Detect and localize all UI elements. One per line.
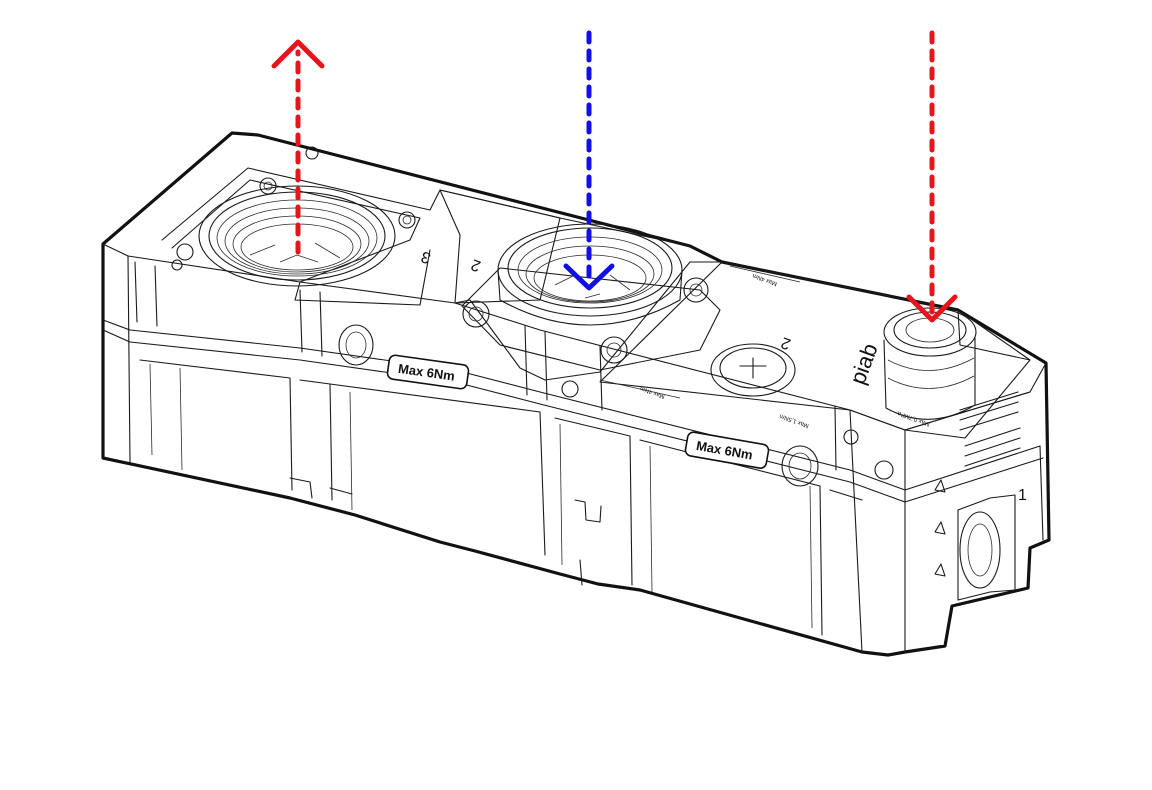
direction-marker-3: [934, 563, 946, 577]
port2-base: [454, 261, 723, 381]
right-top-arrow-strip: [599, 265, 801, 399]
exhaust-arrow-head: [271, 39, 325, 69]
right-ribs: [959, 391, 1021, 467]
top-surface: [161, 146, 894, 487]
port2-collar: [507, 227, 673, 309]
supply-arrow-head: [906, 294, 958, 323]
torque-label-left-box: [386, 354, 470, 390]
mount-hole-4: [305, 146, 319, 160]
port-3: 3: [198, 185, 433, 287]
right-end-face: [904, 309, 1044, 541]
side-bore-right: [781, 445, 819, 487]
lower-panel-mid: [329, 383, 633, 586]
port2-flange: [461, 267, 721, 371]
upper-lower-step: [102, 319, 1041, 491]
torque-label-left: Max 6Nm: [386, 354, 470, 390]
port2-screw-1-head: [468, 306, 484, 322]
adjust-knob-outer: [710, 343, 796, 397]
mount-hole-8: [843, 429, 859, 445]
mount-hole-2: [398, 211, 416, 229]
upper-panel-left: [134, 261, 323, 357]
port-1-label: 1: [1018, 487, 1027, 504]
port1-housing: [957, 494, 1016, 601]
torque-label-right: Max 6Nm: [684, 431, 770, 469]
supply-fitting-bands: [887, 357, 975, 389]
port2-cylinder: [497, 269, 683, 326]
torque-label-right-box: [684, 431, 770, 469]
lower-panel-inner-1: [149, 363, 813, 629]
mount-hole-5: [171, 259, 183, 271]
port2-screw-1: [462, 300, 490, 328]
exhaust-arrow: [271, 39, 325, 255]
port3-inner-vanes: [249, 242, 341, 263]
port-2-top: 2: [461, 223, 721, 371]
port2-ring-2: [525, 245, 655, 303]
port3-plate: [161, 167, 691, 247]
port2-screw-3-head: [606, 342, 622, 358]
side-bore-left-inner: [345, 331, 367, 359]
mount-hole-7: [874, 460, 894, 480]
upper-panel-right: [524, 325, 837, 471]
port3-outer: [198, 185, 396, 287]
adjust-knob-slot: [739, 357, 767, 379]
mount-hole-1-inner: [263, 181, 273, 191]
side-bore-right-inner: [788, 452, 812, 480]
bottom-notch-1: [289, 477, 353, 499]
port2-plate: [439, 189, 561, 304]
bottom-notch-2: [574, 499, 602, 586]
vacuum-arrow: [563, 30, 615, 291]
side-bore-left: [338, 324, 374, 366]
direction-marker-1: [934, 479, 946, 493]
port1-bore: [959, 511, 1001, 589]
mount-hole-6: [561, 380, 579, 398]
right-top-plate: [599, 261, 1031, 439]
mount-hole-3: [176, 243, 194, 261]
supply-arrow: [906, 30, 958, 323]
port2-inner-detail: [554, 274, 631, 299]
left-vertical-edge: [127, 255, 131, 463]
mount-hole-2-inner: [402, 215, 412, 225]
adjust-knob-inner: [719, 347, 787, 389]
vacuum-arrow-head: [563, 263, 615, 291]
front-corner-edge-2: [849, 409, 863, 653]
port2-screw-2: [683, 277, 709, 303]
port2-screw-2-head: [689, 283, 703, 297]
port1-bore-inner: [967, 523, 993, 577]
upper-lower-step-2: [102, 329, 1044, 503]
port2-screw-3: [600, 336, 628, 364]
body-outline: [101, 131, 1051, 657]
direction-marker-2: [934, 521, 946, 535]
